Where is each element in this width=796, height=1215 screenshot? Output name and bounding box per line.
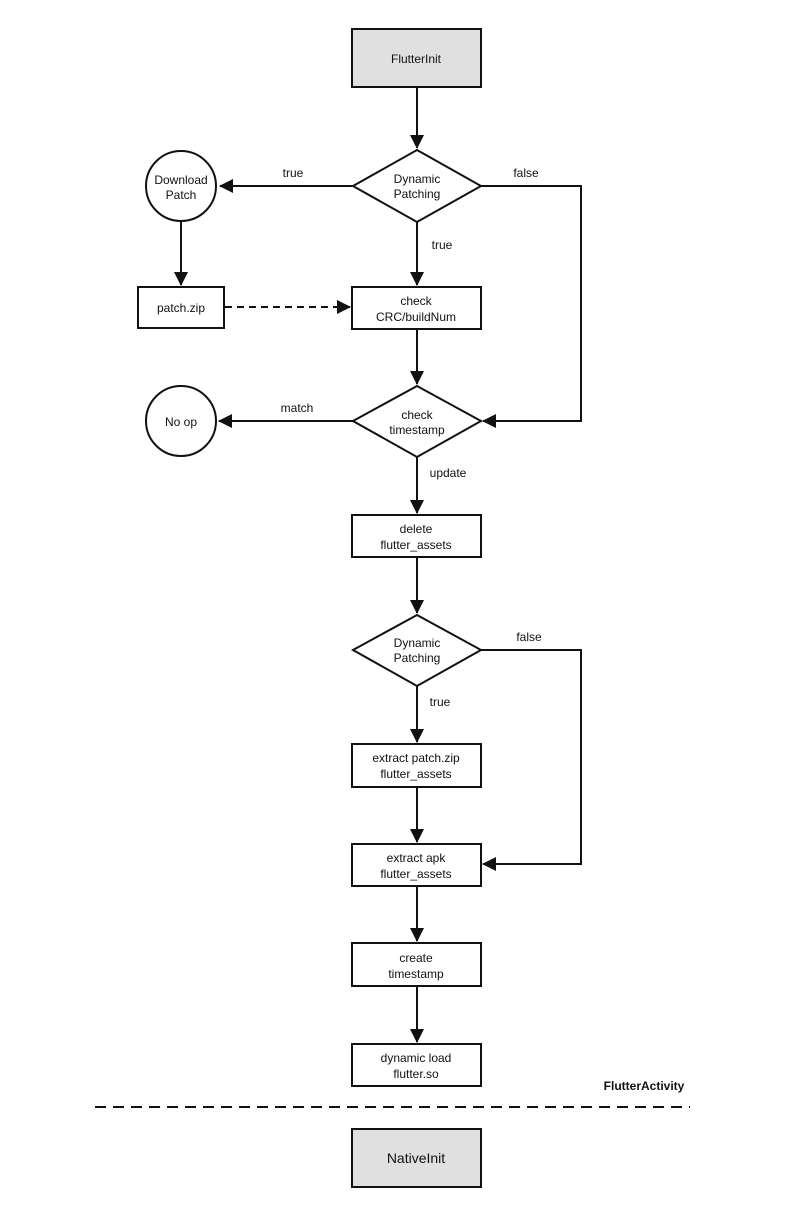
node-check-timestamp: check timestamp xyxy=(350,384,484,459)
node-label: NativeInit xyxy=(387,1150,445,1166)
node-extract-apk: extract apk flutter_assets xyxy=(351,843,482,887)
node-label-line-2: flutter_assets xyxy=(380,538,451,552)
node-label: FlutterInit xyxy=(391,52,442,66)
edge-label-match: match xyxy=(281,401,314,415)
node-label-line-1: extract patch.zip xyxy=(372,751,460,765)
node-label-line-1: Dynamic xyxy=(394,172,441,186)
node-label-line-2: timestamp xyxy=(388,967,444,981)
edge-labels: true false true match update false true … xyxy=(281,166,685,1093)
node-label-line-2: flutter_assets xyxy=(380,867,451,881)
edge-dp1-false-to-timestamp xyxy=(481,185,582,428)
node-label-line-1: Dynamic xyxy=(394,636,441,650)
node-check-crc: check CRC/buildNum xyxy=(351,286,482,330)
node-label: No op xyxy=(165,415,197,429)
edge-label-true-left: true xyxy=(283,166,304,180)
node-create-timestamp: create timestamp xyxy=(351,942,482,987)
node-flutter-init: FlutterInit xyxy=(351,28,482,88)
node-label-line-1: Download xyxy=(154,173,207,187)
node-download-patch: Download Patch xyxy=(145,150,217,222)
node-label-line-2: Patching xyxy=(394,187,441,201)
node-label-line-1: check xyxy=(400,294,432,308)
node-label-line-1: extract apk xyxy=(387,851,447,865)
node-label-line-2: flutter_assets xyxy=(380,767,451,781)
edge-label-update: update xyxy=(430,466,467,480)
node-label-line-2: flutter.so xyxy=(393,1067,439,1081)
node-label-line-1: check xyxy=(401,408,433,422)
node-label-line-2: timestamp xyxy=(389,423,445,437)
edge-label-false-2: false xyxy=(516,630,542,644)
node-label-line-1: delete xyxy=(400,522,433,536)
node-label-line-1: dynamic load xyxy=(381,1051,452,1065)
node-label: patch.zip xyxy=(157,301,205,315)
edges xyxy=(95,87,690,1108)
edge-label-false-1: false xyxy=(513,166,539,180)
node-extract-patch: extract patch.zip flutter_assets xyxy=(351,743,482,788)
edge-label-true-down-2: true xyxy=(430,695,451,709)
node-dynamic-patching-1: Dynamic Patching xyxy=(350,148,484,224)
section-label-flutter-activity: FlutterActivity xyxy=(604,1079,685,1093)
node-label-line-2: Patching xyxy=(394,651,441,665)
edge-dp2-false-to-apk xyxy=(481,649,582,871)
node-native-init: NativeInit xyxy=(351,1128,482,1188)
node-label-line-2: CRC/buildNum xyxy=(376,310,456,324)
node-dynamic-load: dynamic load flutter.so xyxy=(351,1043,482,1087)
node-dynamic-patching-2: Dynamic Patching xyxy=(350,613,484,688)
node-label-line-2: Patch xyxy=(166,188,197,202)
node-patch-zip: patch.zip xyxy=(137,286,225,329)
edge-label-true-down-1: true xyxy=(432,238,453,252)
node-label-line-1: create xyxy=(399,951,433,965)
node-delete-assets: delete flutter_assets xyxy=(351,514,482,558)
node-no-op: No op xyxy=(145,385,217,457)
